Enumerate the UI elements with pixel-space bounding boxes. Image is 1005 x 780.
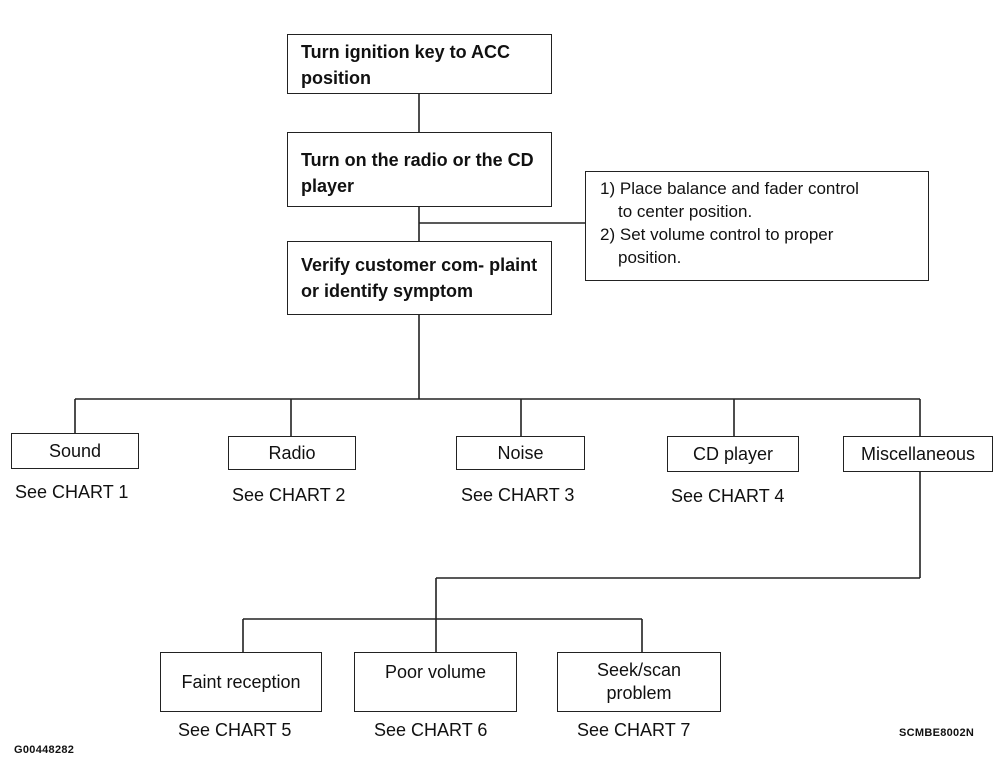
category-miscellaneous: Miscellaneous [843,436,993,472]
misc-poor-volume-label: Poor volume [384,661,487,682]
misc-seek-scan-problem: Seek/scan problem [557,652,721,712]
category-sound-ref: See CHART 1 [15,482,129,502]
category-noise: Noise [456,436,585,470]
category-radio-ref: See CHART 2 [232,485,346,505]
category-cd-player-label: CD player [692,443,774,464]
misc-poor-volume-ref: See CHART 6 [374,720,488,740]
misc-faint-reception-label: Faint reception [181,671,301,692]
preparation-note: 1) Place balance and fader control to ce… [585,171,929,281]
category-sound-label: Sound [48,440,102,461]
figure-code-right: SCMBE8002N [899,727,975,739]
misc-poor-volume: Poor volume [354,652,517,712]
category-miscellaneous-label: Miscellaneous [860,443,976,464]
note-item-2-num: 2) [600,225,616,244]
note-item-2-cont: position. [618,248,682,267]
misc-seek-scan-problem-ref: See CHART 7 [577,720,691,740]
category-cd-player: CD player [667,436,799,472]
note-item-1: 1) Place balance and fader control to ce… [600,177,920,223]
note-item-1-num: 1) [600,179,616,198]
step-ignition-acc-label: Turn ignition key to ACC position [301,42,510,88]
misc-faint-reception: Faint reception [160,652,322,712]
category-cd-player-ref: See CHART 4 [671,486,785,506]
category-sound: Sound [11,433,139,469]
category-radio-label: Radio [268,442,316,463]
step-ignition-acc: Turn ignition key to ACC position [287,34,552,94]
figure-code-left: G00448282 [14,744,75,756]
category-noise-label: Noise [497,442,544,463]
step-verify-complaint: Verify customer com- plaint or identify … [287,241,552,315]
note-item-1-text: Place balance and fader control [619,179,859,198]
step-turn-on-radio: Turn on the radio or the CD player [287,132,552,207]
category-noise-ref: See CHART 3 [461,485,575,505]
misc-seek-scan-problem-label: Seek/scan problem [596,660,682,703]
step-turn-on-radio-label: Turn on the radio or the CD player [301,150,534,196]
misc-faint-reception-ref: See CHART 5 [178,720,292,740]
note-item-2: 2) Set volume control to proper position… [600,223,920,269]
note-item-2-text: Set volume control to proper [619,225,834,244]
note-item-1-cont: to center position. [618,202,753,221]
category-radio: Radio [228,436,356,470]
step-verify-complaint-label: Verify customer com- plaint or identify … [301,255,538,301]
